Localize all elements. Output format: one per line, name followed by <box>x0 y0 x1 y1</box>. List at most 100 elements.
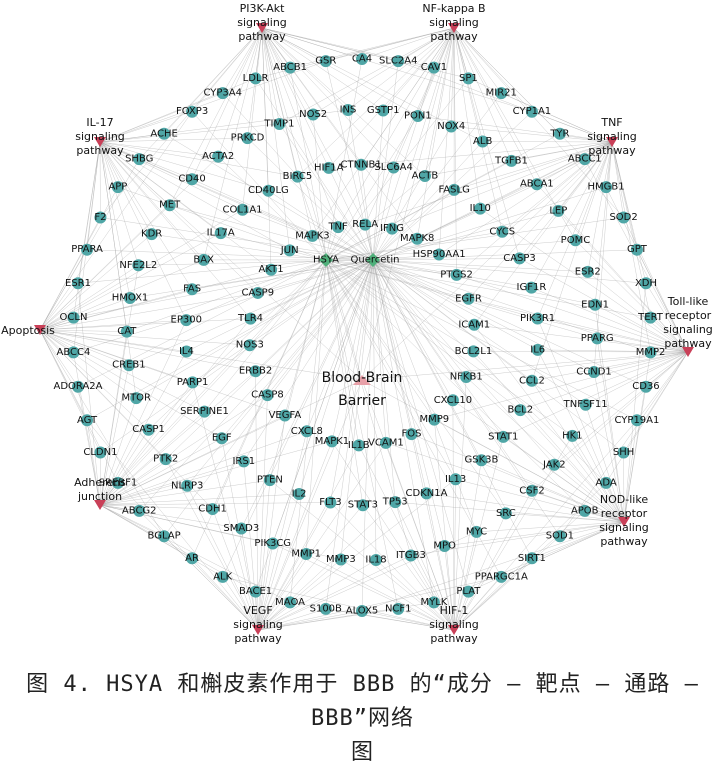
target-label: PPARGC1A <box>475 571 528 582</box>
edge-layer <box>40 28 688 630</box>
target-label: TNF <box>327 222 348 233</box>
pathway-label-adherens: Adherens <box>74 476 126 489</box>
pathway-label-hif1: signaling <box>429 618 479 631</box>
target-label: CD40 <box>178 174 205 185</box>
target-label: GPT <box>627 244 648 255</box>
target-label: ITGB3 <box>396 550 426 561</box>
target-label: STAT1 <box>488 431 518 442</box>
target-label: ICAM1 <box>458 319 490 330</box>
target-label: CAT <box>117 326 137 337</box>
target-label: CTNNB1 <box>341 159 382 170</box>
edge-compound-target <box>118 260 326 483</box>
target-label: CYP19A1 <box>615 415 660 426</box>
target-label: TNFSF11 <box>563 399 608 410</box>
target-label: CCND1 <box>576 366 612 377</box>
target-label: GSR <box>315 56 336 67</box>
target-label: CASP3 <box>503 253 536 264</box>
target-label: PRKCD <box>231 133 265 144</box>
target-label: CAV1 <box>421 62 447 73</box>
caption-line-1: 图 4. HSYA 和槲皮素作用于 BBB 的“成分 – 靶点 – 通路 –BB… <box>0 668 725 736</box>
target-label: CREB1 <box>112 360 145 371</box>
target-label: S100B <box>310 603 342 614</box>
target-label: PTEN <box>257 475 283 486</box>
pathway-label-pi3k: signaling <box>237 16 287 29</box>
pathway-label-hif1: pathway <box>430 632 478 645</box>
target-label: NOS2 <box>299 109 327 120</box>
target-label: STAT3 <box>348 500 378 511</box>
target-label: PTGS2 <box>440 269 473 280</box>
target-label: EDN1 <box>581 299 609 310</box>
target-label: MAOA <box>275 597 305 608</box>
target-label: FOXP3 <box>176 106 208 117</box>
target-label: ABCB1 <box>273 62 307 73</box>
target-label: SOD1 <box>546 531 574 542</box>
target-label: AKT1 <box>259 264 284 275</box>
target-label: CASP1 <box>132 424 165 435</box>
pathway-label-toll: signaling <box>663 323 713 336</box>
target-label: IL1B <box>348 440 370 451</box>
target-label: BAX <box>193 254 214 265</box>
target-label: TGFB1 <box>494 155 528 166</box>
target-label: MTOR <box>121 393 151 404</box>
target-label: NFKB1 <box>450 372 483 383</box>
target-label: MMP9 <box>419 414 449 425</box>
target-label: CDH1 <box>198 504 227 515</box>
pathway-label-vegf: signaling <box>233 618 283 631</box>
edge-target-pathway <box>454 536 560 630</box>
edge-target-pathway <box>40 330 78 387</box>
edge-target-pathway <box>262 28 425 176</box>
target-label: TP53 <box>382 497 408 508</box>
edge-pathway-bbb <box>362 142 612 380</box>
target-label: PPARA <box>71 244 103 255</box>
target-label: BGLAP <box>148 531 181 542</box>
target-label: PON1 <box>404 111 432 122</box>
target-label: IL13 <box>445 474 466 485</box>
target-label: HMOX1 <box>112 293 149 304</box>
pathway-label-tnf: signaling <box>587 130 637 143</box>
pathway-label-apoptosis: Apoptosis <box>1 324 55 337</box>
target-label: ABCA1 <box>520 179 554 190</box>
target-label: LDLR <box>243 73 269 84</box>
edge-compound-target <box>373 260 588 272</box>
target-label: SHBG <box>125 154 153 165</box>
target-label: PIK3R1 <box>520 313 555 324</box>
caption-line-2: 图 <box>0 736 725 770</box>
edge-target-pathway <box>586 352 688 405</box>
edge-compound-target <box>248 138 373 260</box>
target-label: MAPK3 <box>295 230 329 241</box>
target-label: IRS1 <box>232 456 255 467</box>
target-label: TYR <box>549 128 569 139</box>
target-label: EP300 <box>171 315 202 326</box>
target-label: MET <box>159 200 181 211</box>
target-label: F2 <box>94 212 106 223</box>
target-label: VEGFA <box>269 410 302 421</box>
target-label: ALK <box>213 571 232 582</box>
edge-compound-target <box>373 187 606 260</box>
target-label: JUN <box>280 245 299 256</box>
pathway-label-hif1: HIF-1 <box>440 604 469 617</box>
edge-compound-target <box>326 260 538 318</box>
target-label: SLC2A4 <box>379 56 417 67</box>
target-label: FASLG <box>438 184 469 195</box>
edge-pathway-bbb <box>362 28 454 380</box>
target-label: BIRC5 <box>283 171 313 182</box>
target-label: APP <box>108 182 127 193</box>
target-label: CSF2 <box>519 485 544 496</box>
target-label: FOS <box>402 429 422 440</box>
target-label: MMP2 <box>636 347 666 358</box>
target-label: EGF <box>212 433 232 444</box>
target-label: PLAT <box>456 586 481 597</box>
target-label: SMAD3 <box>223 523 259 534</box>
edge-target-pathway <box>503 352 688 437</box>
target-label: MMP1 <box>291 548 321 559</box>
target-label: ALB <box>473 136 492 147</box>
target-label: ACTA2 <box>202 151 234 162</box>
target-label: JAK2 <box>542 459 566 470</box>
target-label: CYP1A1 <box>513 106 552 117</box>
target-label: GSTP1 <box>367 105 400 116</box>
target-label: PTK2 <box>153 454 178 465</box>
target-label: MYC <box>466 526 487 537</box>
target-label: CCL2 <box>519 375 545 386</box>
edge-target-pathway <box>262 28 312 236</box>
